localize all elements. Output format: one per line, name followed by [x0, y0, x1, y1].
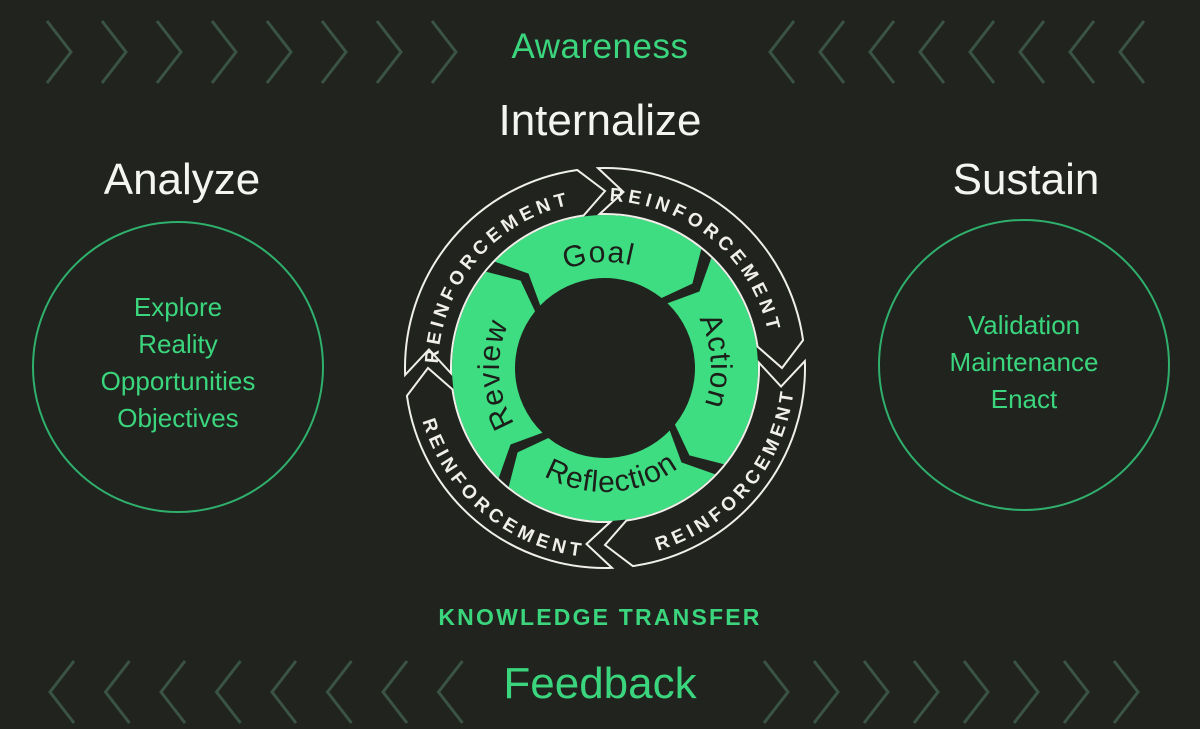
chevron-icon [48, 660, 76, 724]
analyze-item: Objectives [117, 403, 239, 433]
chevron-icon [762, 660, 790, 724]
chevron-icon [1068, 20, 1096, 84]
analyze-item: Reality [138, 329, 218, 359]
reinforcement-ring [404, 167, 806, 569]
ring-segment-review [452, 271, 543, 479]
chevron-icon [320, 20, 348, 84]
chevron-group-top-left [45, 20, 458, 84]
chevron-group-bottom-left [48, 660, 464, 724]
sustain-item: Maintenance [949, 346, 1099, 377]
label-awareness: Awareness [511, 27, 689, 66]
reinforcement-arc-segment [603, 358, 806, 568]
chevron-icon [968, 20, 996, 84]
chevron-icon [912, 660, 940, 724]
ring-label-goal-text: Goal [559, 236, 637, 276]
chevron-icon [270, 660, 298, 724]
chevron-icon [265, 20, 293, 84]
chevron-icon [1112, 660, 1140, 724]
label-feedback: Feedback [503, 659, 697, 708]
chevron-icon [436, 660, 464, 724]
ring-segment-goal [494, 215, 702, 306]
chevron-icon [375, 20, 403, 84]
chevron-group-top-right [768, 20, 1146, 84]
chevron-icon [210, 20, 238, 84]
chevron-icon [1062, 660, 1090, 724]
sustain-item: Enact [990, 383, 1058, 414]
chevron-icon [812, 660, 840, 724]
ring-segment-reflection [508, 430, 716, 521]
chevron-icon [868, 20, 896, 84]
chevron-icon [103, 660, 131, 724]
label-sustain: Sustain [952, 155, 1100, 204]
reinforcement-arc-segment [404, 168, 607, 378]
ring-label-goal: Goal [559, 236, 638, 276]
chevron-icon [862, 660, 890, 724]
chevron-icon [45, 20, 73, 84]
chevron-icon [918, 20, 946, 84]
chevron-icon [962, 660, 990, 724]
chevron-icon [159, 660, 187, 724]
analyze-item: Explore [133, 292, 223, 322]
reinforcement-arc-segment [405, 366, 615, 569]
chevron-icon [430, 20, 458, 84]
inner-cycle-ring [452, 215, 758, 521]
chevron-icon [1012, 660, 1040, 724]
chevron-icon [155, 20, 183, 84]
chevron-icon [1118, 20, 1146, 84]
sustain-circle: Validation Maintenance Enact [878, 219, 1170, 511]
chevron-icon [100, 20, 128, 84]
label-internalize: Internalize [498, 96, 702, 145]
label-analyze: Analyze [103, 155, 261, 204]
analyze-circle: Explore Reality Opportunities Objectives [32, 221, 324, 513]
ring-segment-action [667, 257, 758, 465]
chevron-icon [818, 20, 846, 84]
chevron-icon [768, 20, 796, 84]
reinforcement-arc-segment [595, 167, 805, 370]
chevron-icon [325, 660, 353, 724]
chevron-icon [1018, 20, 1046, 84]
analyze-item: Opportunities [100, 366, 256, 396]
sustain-item: Validation [967, 309, 1081, 340]
chevron-group-bottom-right [762, 660, 1140, 724]
chevron-icon [381, 660, 409, 724]
label-knowledge-transfer: KNOWLEDGE TRANSFER [438, 604, 762, 630]
chevron-icon [214, 660, 242, 724]
